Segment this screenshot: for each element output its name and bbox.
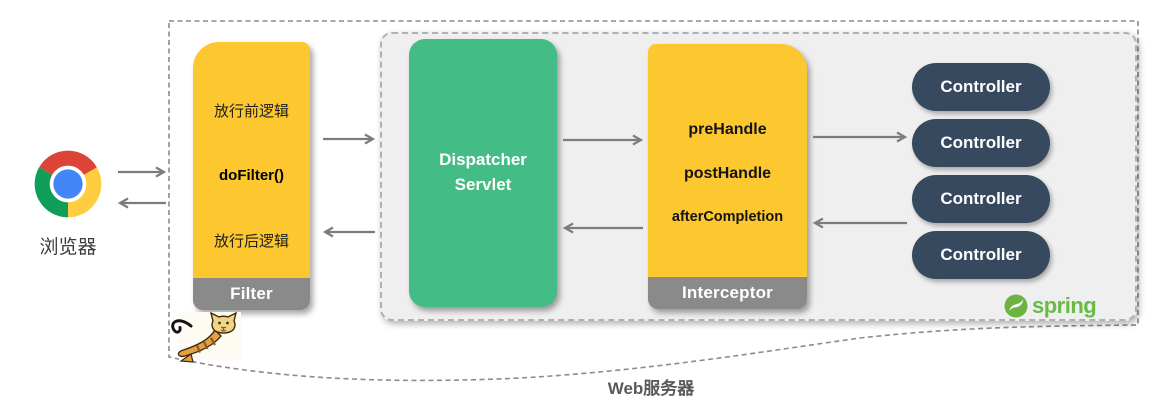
- spring-logo: spring: [1004, 293, 1097, 319]
- filter-dofilter: doFilter(): [219, 166, 284, 184]
- filter-body: 放行前逻辑 doFilter() 放行后逻辑: [193, 42, 310, 278]
- controller-list: Controller Controller Controller Control…: [912, 63, 1050, 279]
- filter-to-browser-arrow-icon: [117, 197, 166, 209]
- dispatcher-servlet-label: Dispatcher Servlet: [439, 150, 527, 194]
- spring-logo-label: spring: [1032, 293, 1097, 318]
- filter-node: 放行前逻辑 doFilter() 放行后逻辑 Filter: [193, 42, 310, 310]
- interceptor-node: preHandle postHandle afterCompletion Int…: [648, 44, 807, 309]
- controller-node: Controller: [912, 175, 1050, 223]
- controller-to-interceptor-arrow-icon: [812, 217, 907, 229]
- web-server-label: Web服务器: [607, 379, 695, 398]
- chrome-icon: [34, 150, 102, 218]
- spring-leaf-icon: [1004, 294, 1028, 318]
- interceptor-aftercompletion: afterCompletion: [671, 208, 784, 225]
- controller-node: Controller: [912, 119, 1050, 167]
- browser-label: 浏览器: [39, 237, 97, 258]
- browser-node: 浏览器: [18, 144, 118, 259]
- interceptor-to-controller-arrow-icon: [813, 131, 908, 143]
- interceptor-footer-label: Interceptor: [648, 277, 807, 309]
- dispatcher-to-filter-arrow-icon: [322, 226, 375, 238]
- interceptor-prehandle: preHandle: [688, 120, 767, 138]
- tomcat-icon: [171, 312, 241, 363]
- dispatcher-to-interceptor-arrow-icon: [563, 134, 644, 146]
- dispatcher-servlet-node: Dispatcher Servlet: [409, 39, 557, 307]
- browser-to-filter-arrow-icon: [118, 166, 167, 178]
- interceptor-to-dispatcher-arrow-icon: [562, 222, 643, 234]
- controller-node: Controller: [912, 63, 1050, 111]
- controller-node: Controller: [912, 231, 1050, 279]
- filter-footer-label: Filter: [193, 278, 310, 310]
- filter-to-dispatcher-arrow-icon: [323, 133, 376, 145]
- filter-post-logic: 放行后逻辑: [213, 232, 289, 250]
- interceptor-body: preHandle postHandle afterCompletion: [648, 44, 807, 277]
- interceptor-posthandle: postHandle: [683, 164, 772, 182]
- filter-pre-logic: 放行前逻辑: [213, 102, 289, 120]
